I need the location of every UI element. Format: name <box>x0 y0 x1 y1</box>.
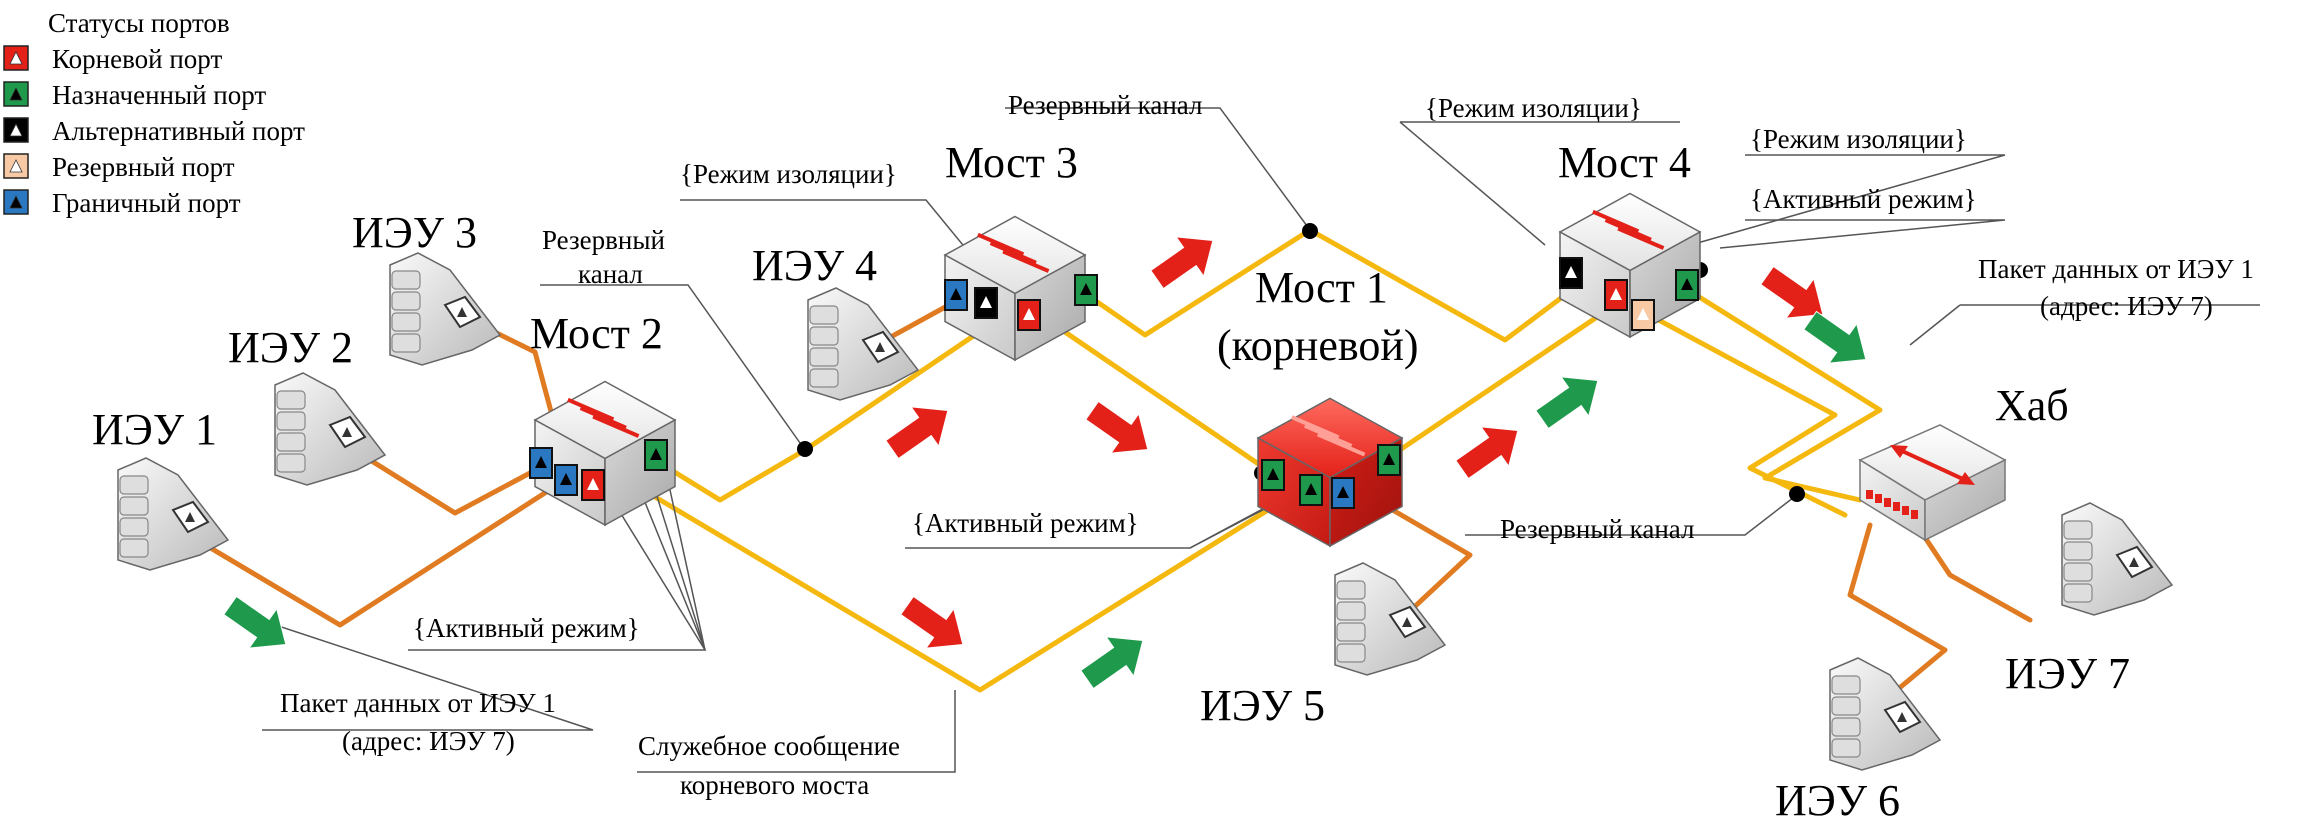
callout-isolation-b4-right: {Режим изоляции} <box>1750 124 1967 154</box>
label-bridge1-line1: Мост 1 <box>1255 263 1388 312</box>
label-ieu2: ИЭУ 2 <box>228 323 353 372</box>
label-bridge1-line2: (корневой) <box>1217 321 1419 370</box>
legend-item: Корневой порт <box>3 44 222 74</box>
callout-packet-right-2: (адрес: ИЭУ 7) <box>2040 291 2213 321</box>
callout-active-b2: {Активный режим} <box>413 613 640 643</box>
callout-packet-left-2: (адрес: ИЭУ 7) <box>342 726 515 756</box>
data-arrow-icon <box>223 595 287 649</box>
legend-item: Граничный порт <box>3 188 241 218</box>
hub-device[interactable] <box>1858 424 2007 542</box>
legend-label: Корневой порт <box>52 44 222 74</box>
legend-label: Назначенный порт <box>52 80 266 110</box>
service-arrow-icon <box>1085 400 1149 454</box>
legend-label: Резервный порт <box>52 152 235 182</box>
callout-reserve-left-1: Резервный <box>542 225 665 255</box>
port-icon <box>1261 459 1285 491</box>
legend-item: Альтернативный порт <box>3 116 305 146</box>
label-ieu4: ИЭУ 4 <box>752 241 877 290</box>
link-ieu1-bridge2 <box>169 477 568 628</box>
callout-service-1: Служебное сообщение <box>638 731 900 761</box>
port-icon <box>1299 474 1323 506</box>
switch-arrows-icon <box>567 397 640 438</box>
label-ieu7: ИЭУ 7 <box>2005 649 2130 698</box>
switch-arrows-icon <box>1291 415 1366 457</box>
port-icon <box>644 439 668 471</box>
port-icon <box>1604 279 1628 311</box>
ieu-1-device[interactable] <box>117 457 230 571</box>
link-ieu7-hub <box>1917 527 2033 623</box>
callout-isolation-b4-left: {Режим изоляции} <box>1425 93 1642 123</box>
link-bridge3-bridge1 <box>1037 312 1263 468</box>
switch-arrows-icon <box>977 232 1050 273</box>
ieu-3-device[interactable] <box>389 252 502 366</box>
ieu-7-device[interactable] <box>2061 502 2174 616</box>
legend-item: Назначенный порт <box>3 80 266 110</box>
ieu-2-device[interactable] <box>274 372 387 486</box>
label-bridge4: Мост 4 <box>1558 138 1691 187</box>
callout-isolation-b3: {Режим изоляции} <box>680 159 897 189</box>
legend: Статусы портов Корневой портНазначенный … <box>3 8 305 218</box>
callout-packet-left-1: Пакет данных от ИЭУ 1 <box>280 688 556 718</box>
data-arrow-icon <box>1535 376 1599 430</box>
port-icon <box>1377 444 1401 476</box>
data-arrow-icon <box>1803 310 1867 364</box>
legend-label: Граничный порт <box>52 188 241 218</box>
port-icon <box>1559 257 1583 289</box>
flow-arrows <box>223 236 1867 690</box>
callout-leaders <box>229 107 2260 773</box>
callout-active-b1: {Активный режим} <box>912 508 1139 538</box>
port-icon <box>1631 299 1655 331</box>
servers <box>117 252 2174 771</box>
service-arrow-icon <box>900 595 964 649</box>
ieu-5-device[interactable] <box>1334 562 1447 676</box>
port-icon <box>974 287 998 319</box>
bridge-2[interactable] <box>529 380 677 527</box>
switch-arrows-icon <box>1592 209 1665 250</box>
port-icon <box>581 469 605 501</box>
port-icon <box>529 447 553 479</box>
label-bridge3: Мост 3 <box>945 138 1078 187</box>
legend-label: Альтернативный порт <box>52 116 305 146</box>
port-icon <box>1331 477 1355 509</box>
hub-ports <box>1866 490 1918 519</box>
callout-reserve-right: Резервный канал <box>1500 514 1695 544</box>
callout-reserve-left-2: канал <box>578 259 643 289</box>
bridge-4[interactable] <box>1558 192 1702 339</box>
service-arrow-icon <box>1150 236 1214 290</box>
link-bridge4-hub-a <box>1677 282 1883 503</box>
callout-reserve-top: Резервный канал <box>1008 90 1203 120</box>
callout-service-2: корневого моста <box>680 770 869 800</box>
label-ieu6: ИЭУ 6 <box>1775 776 1900 825</box>
service-arrow-icon <box>1760 265 1824 319</box>
service-arrow-icon <box>885 406 949 460</box>
callout-active-b4: {Активный режим} <box>1750 184 1977 214</box>
callout-packet-right-1: Пакет данных от ИЭУ 1 <box>1978 254 2254 284</box>
label-ieu3: ИЭУ 3 <box>352 208 477 257</box>
link-bridge4-hub-b <box>1637 307 1848 518</box>
service-arrow-icon <box>1455 426 1519 480</box>
link-ieu6-hub <box>1847 522 1948 703</box>
device-labels: ИЭУ 1 ИЭУ 2 ИЭУ 3 ИЭУ 4 ИЭУ 5 ИЭУ 6 ИЭУ … <box>92 138 2130 825</box>
label-bridge2: Мост 2 <box>530 309 663 358</box>
legend-title: Статусы портов <box>48 8 230 38</box>
link-bridge1-bridge4 <box>1382 312 1603 463</box>
port-icon <box>1675 269 1699 301</box>
ieu-4-device[interactable] <box>807 287 920 401</box>
link-bridge2-bridge1 <box>632 482 1303 693</box>
port-icon <box>1074 274 1098 306</box>
bridge-1-root[interactable] <box>1256 397 1404 548</box>
label-ieu5: ИЭУ 5 <box>1200 681 1325 730</box>
bridges <box>529 192 1702 548</box>
data-arrow-icon <box>1080 636 1144 690</box>
callout-labels: Резервный канал Резервный канал Резервны… <box>280 90 2254 800</box>
bridge-3[interactable] <box>943 215 1098 362</box>
port-icon <box>1017 299 1041 331</box>
port-icon <box>554 464 578 496</box>
port-icon <box>944 279 968 311</box>
label-hub: Хаб <box>1995 381 2069 430</box>
label-ieu1: ИЭУ 1 <box>92 405 217 454</box>
legend-item: Резервный порт <box>3 152 235 182</box>
ieu-6-device[interactable] <box>1829 657 1942 771</box>
